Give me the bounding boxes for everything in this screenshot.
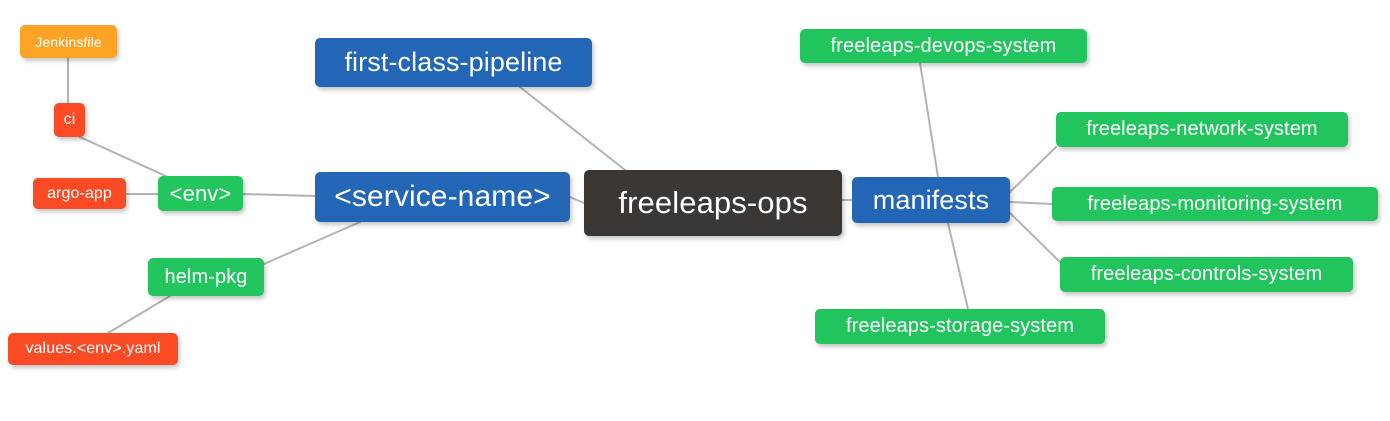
mindmap-node-label: argo-app (47, 184, 112, 202)
mindmap-node-argo[interactable]: argo-app (33, 178, 126, 209)
edge-root-to-pipeline (519, 86, 631, 175)
edge-manifests-to-storage (947, 222, 969, 310)
mindmap-node-label: freeleaps-ops (618, 185, 808, 220)
edge-service-to-helm (263, 221, 361, 265)
mindmap-node-label: manifests (872, 184, 990, 215)
mindmap-node-network[interactable]: freeleaps-network-system (1056, 112, 1348, 147)
edge-helm-to-values (107, 295, 171, 334)
mindmap-node-helm[interactable]: helm-pkg (148, 258, 264, 296)
edge-root-to-service (569, 196, 585, 204)
mindmap-node-jenkins[interactable]: Jenkinsfile (20, 25, 117, 58)
mindmap-node-storage[interactable]: freeleaps-storage-system (815, 309, 1105, 344)
mindmap-node-controls[interactable]: freeleaps-controls-system (1060, 257, 1353, 292)
mindmap-node-manifests[interactable]: manifests (852, 177, 1010, 223)
mindmap-node-label: values.<env>.yaml (25, 340, 161, 357)
edge-manifests-to-network (1009, 146, 1057, 193)
mindmap-node-pipeline[interactable]: first-class-pipeline (315, 38, 592, 87)
mindmap-node-label: <env> (169, 180, 232, 206)
mindmap-node-label: <service-name> (334, 180, 551, 213)
mindmap-node-label: ci (63, 111, 76, 128)
mindmap-node-service[interactable]: <service-name> (315, 172, 570, 222)
edge-manifests-to-monitoring (1009, 201, 1053, 205)
mindmap-node-label: helm-pkg (164, 265, 248, 288)
mindmap-node-root[interactable]: freeleaps-ops (584, 170, 842, 236)
edge-env-to-ci (79, 136, 171, 179)
mindmap-node-label: Jenkinsfile (35, 33, 102, 50)
mindmap-node-label: freeleaps-network-system (1086, 118, 1318, 140)
edge-service-to-env (242, 193, 316, 197)
mindmap-node-env[interactable]: <env> (158, 176, 243, 211)
mindmap-node-values[interactable]: values.<env>.yaml (8, 333, 178, 365)
mindmap-node-label: freeleaps-controls-system (1090, 263, 1323, 285)
edge-manifests-to-devops (919, 62, 939, 178)
mindmap-node-ci[interactable]: ci (54, 103, 85, 137)
mindmap-node-label: freeleaps-storage-system (845, 315, 1075, 337)
mindmap-node-label: first-class-pipeline (344, 47, 563, 77)
edge-manifests-to-controls (1009, 212, 1061, 263)
mindmap-node-devops[interactable]: freeleaps-devops-system (800, 29, 1087, 63)
mindmap-node-label: freeleaps-devops-system (830, 34, 1057, 57)
mindmap-node-monitoring[interactable]: freeleaps-monitoring-system (1052, 187, 1378, 221)
mindmap-node-label: freeleaps-monitoring-system (1087, 192, 1343, 215)
